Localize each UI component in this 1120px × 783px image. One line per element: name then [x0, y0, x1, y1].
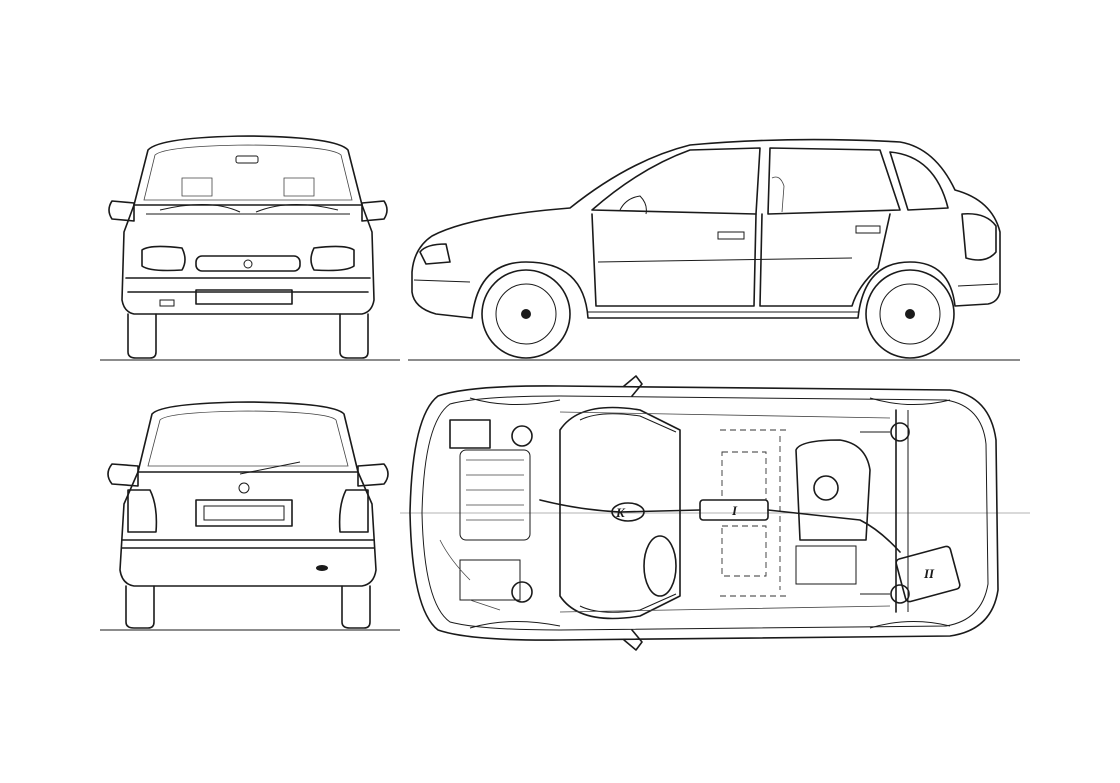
rear-bumper	[121, 539, 375, 549]
engine-hoses	[439, 539, 501, 611]
headlight-right	[310, 245, 355, 272]
rear-seat-bottom	[721, 525, 767, 577]
rear-window	[147, 410, 349, 467]
rear-plate	[203, 505, 285, 521]
rear-door-handle	[855, 225, 881, 234]
side-mirror	[619, 195, 647, 215]
exhaust-tip	[316, 565, 328, 571]
side-front-wheel	[481, 269, 571, 359]
rear-greenhouse	[137, 401, 359, 473]
front-greenhouse	[133, 135, 363, 206]
front-wheel-right	[339, 313, 369, 359]
engine-block	[459, 449, 531, 541]
catalytic-converter	[611, 502, 645, 522]
side-bumpers	[413, 279, 999, 287]
front-seat-right	[283, 177, 315, 197]
exhaust-front-pipe	[539, 499, 701, 513]
side-front-rim	[495, 283, 557, 345]
seat-headrest	[771, 176, 785, 213]
side-body	[411, 138, 1001, 319]
rear-wiper	[239, 461, 301, 475]
side-front-hub	[521, 309, 531, 319]
side-view	[411, 138, 1001, 359]
front-wheel-arches	[469, 397, 561, 629]
front-mirror-left	[108, 200, 135, 222]
label-i: I	[731, 503, 738, 518]
rear-wheel-arches	[869, 397, 951, 629]
rear-view	[107, 401, 389, 629]
rear-seat-top	[721, 451, 767, 501]
rear-wheel-left	[125, 585, 155, 629]
rear-axle-arms	[860, 431, 890, 595]
front-body	[121, 204, 375, 315]
fuel-tank	[795, 439, 871, 541]
dash-line-top	[579, 413, 677, 433]
side-rear-rim	[879, 283, 941, 345]
rear-floor-panel	[795, 545, 857, 585]
label-ii: II	[923, 566, 935, 581]
front-door-handle	[717, 231, 745, 240]
rear-plate-recess	[195, 499, 293, 527]
fuel-filler	[813, 475, 839, 501]
floor-front-section	[559, 406, 681, 620]
front-plate	[195, 289, 293, 305]
rear-body	[119, 471, 377, 587]
front-seat-left	[181, 177, 213, 197]
side-rear-wheel	[865, 269, 955, 359]
wipers	[159, 204, 339, 213]
rear-view-mirror	[235, 155, 259, 164]
label-k: K	[615, 505, 626, 520]
side-rear-hub	[905, 309, 915, 319]
side-quarter-window	[889, 151, 949, 211]
front-view	[108, 135, 388, 359]
taillight-left	[127, 489, 158, 533]
rear-mirror-right	[357, 463, 389, 487]
suspension-front-top	[511, 425, 533, 447]
rear-door	[759, 213, 891, 307]
front-grille	[195, 255, 301, 272]
front-windscreen	[143, 144, 353, 201]
engine-ribs	[466, 459, 524, 521]
front-badge	[243, 259, 253, 269]
tailgate-lock	[238, 482, 250, 494]
rear-spring-top	[890, 422, 910, 442]
underside-outline	[409, 385, 999, 641]
taillight-right	[338, 489, 369, 533]
rear-mirror-left	[107, 463, 139, 487]
brake-lines	[559, 411, 891, 613]
tow-hook-cover	[159, 299, 175, 307]
underside-mirror-top	[623, 375, 643, 397]
underside-inner-outline	[421, 395, 989, 631]
floor-marks	[720, 429, 790, 597]
side-taillight	[961, 212, 997, 261]
rear-wheel-right	[341, 585, 371, 629]
side-headlight	[419, 243, 451, 265]
rear-spring-bottom	[890, 584, 910, 604]
side-front-window	[591, 147, 761, 215]
front-wheel-left	[127, 313, 157, 359]
steering-wheel	[643, 535, 677, 597]
exhaust-rear-silencer	[895, 545, 961, 603]
battery	[449, 419, 491, 449]
side-moulding	[597, 257, 853, 263]
side-rear-window	[767, 147, 901, 215]
underside-view: K I II	[409, 375, 999, 651]
headlight-left	[141, 245, 186, 272]
gearbox	[459, 559, 521, 601]
underside-mirror-bottom	[623, 629, 643, 651]
suspension-front-bottom	[511, 581, 533, 603]
dash-line-bottom	[579, 593, 677, 613]
front-bumper	[125, 277, 371, 293]
front-mirror-right	[361, 200, 388, 222]
